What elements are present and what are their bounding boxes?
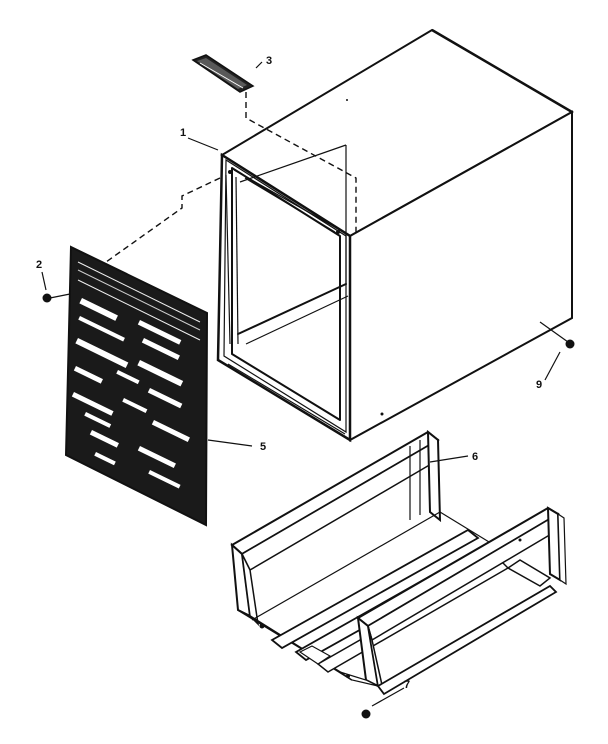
leader-line-6 (429, 455, 469, 463)
part-9-screw (539, 321, 575, 381)
callout-5: 5 (260, 441, 266, 453)
leader-line-1 (187, 137, 219, 151)
leader-line-3 (255, 61, 263, 69)
callout-3: 3 (266, 55, 272, 67)
part-7-screw (361, 687, 405, 719)
callout-6: 6 (472, 451, 478, 463)
guide-line-1 (105, 177, 221, 263)
callout-7: 7 (404, 679, 410, 691)
callout-9: 9 (536, 379, 542, 391)
leader-line-5 (207, 439, 253, 447)
cabinet-shell (216, 28, 575, 443)
callout-2: 2 (36, 259, 42, 271)
part-3-plate (191, 54, 255, 93)
part-2-screw (41, 271, 71, 303)
callout-1: 1 (180, 127, 186, 139)
guide-line-3 (245, 92, 357, 232)
part-5-front-panel (64, 245, 209, 527)
part-6-base-frame (230, 429, 567, 696)
